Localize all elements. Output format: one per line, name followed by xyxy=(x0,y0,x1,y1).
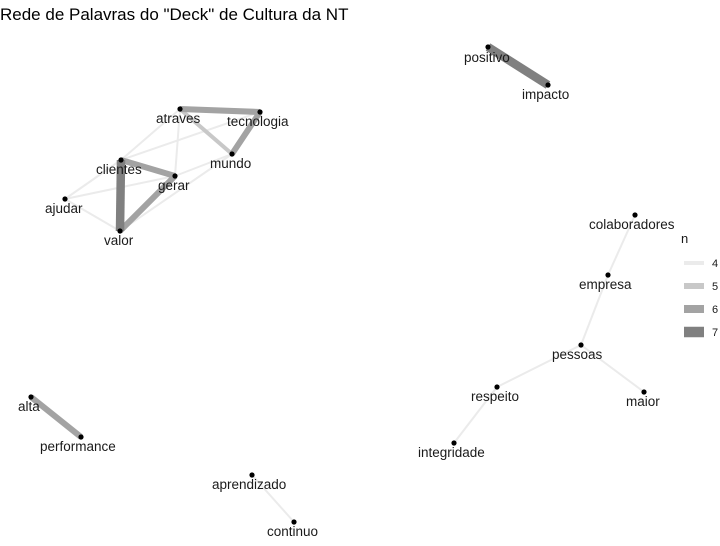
node-maior xyxy=(641,389,647,395)
node-positivo xyxy=(485,44,491,50)
legend-label-5: 5 xyxy=(712,281,718,293)
legend-label-6: 6 xyxy=(712,304,718,316)
edge-valor-mundo xyxy=(119,153,233,232)
node-label-gerar: gerar xyxy=(158,178,190,193)
edge-respeito-integridade xyxy=(453,386,498,444)
node-aprendizado xyxy=(249,472,255,478)
node-label-mundo: mundo xyxy=(210,156,251,171)
edge-aprendizado-continuo xyxy=(251,474,295,523)
edge-atraves-tecnologia xyxy=(179,106,261,115)
legend-title: n xyxy=(681,231,688,246)
edge-clientes-ajudar xyxy=(64,159,122,200)
node-pessoas xyxy=(578,342,584,348)
node-label-respeito: respeito xyxy=(471,389,519,404)
node-label-alta: alta xyxy=(18,399,40,414)
edge-gerar-mundo xyxy=(174,153,233,177)
edge-atraves-gerar xyxy=(174,108,181,177)
legend: n 4 5 6 7 xyxy=(681,231,718,339)
edge-empresa-pessoas xyxy=(580,274,609,346)
node-layer xyxy=(28,44,647,525)
node-mundo xyxy=(229,151,235,157)
legend-label-4: 4 xyxy=(712,258,718,270)
node-alta xyxy=(28,394,34,400)
node-impacto xyxy=(545,82,551,88)
chart-title: Rede de Palavras do "Deck" de Cultura da… xyxy=(0,5,349,24)
node-respeito xyxy=(494,384,500,390)
node-integridade xyxy=(451,440,457,446)
edge-atraves-clientes xyxy=(120,108,181,161)
node-label-impacto: impacto xyxy=(522,87,569,102)
node-colaboradores xyxy=(632,212,638,218)
node-label-clientes: clientes xyxy=(96,162,142,177)
node-gerar xyxy=(172,173,178,179)
node-ajudar xyxy=(62,196,68,202)
node-label-performance: performance xyxy=(40,439,116,454)
node-label-integridade: integridade xyxy=(418,445,485,460)
edge-tecnologia-mundo xyxy=(229,110,263,156)
edge-layer xyxy=(29,43,645,523)
edge-positivo-impacto xyxy=(485,43,551,89)
label-layer: positivo impacto atraves tecnologia mundo cli… xyxy=(18,50,675,539)
node-label-maior: maior xyxy=(626,394,660,409)
edge-clientes-tecnologia xyxy=(120,111,261,161)
node-label-aprendizado: aprendizado xyxy=(212,477,286,492)
node-atraves xyxy=(177,106,183,112)
edge-clientes-gerar xyxy=(120,157,176,179)
node-label-valor: valor xyxy=(104,233,134,248)
node-label-pessoas: pessoas xyxy=(552,347,603,362)
edge-ajudar-valor xyxy=(64,198,121,232)
node-label-colaboradores: colaboradores xyxy=(589,217,675,232)
node-empresa xyxy=(605,272,611,278)
edge-alta-performance xyxy=(29,394,83,440)
edge-pessoas-maior xyxy=(580,344,645,393)
node-label-continuo: continuo xyxy=(267,524,318,539)
edge-pessoas-respeito xyxy=(496,344,582,388)
node-valor xyxy=(117,228,123,234)
node-tecnologia xyxy=(257,109,263,115)
edge-atraves-mundo xyxy=(178,107,234,156)
node-label-positivo: positivo xyxy=(464,50,510,65)
node-continuo xyxy=(291,519,297,525)
edge-clientes-valor xyxy=(115,159,126,232)
node-label-atraves: atraves xyxy=(156,111,201,126)
node-performance xyxy=(78,434,84,440)
node-clientes xyxy=(118,157,124,163)
edge-colaboradores-empresa xyxy=(607,214,636,276)
node-label-ajudar: ajudar xyxy=(45,201,83,216)
legend-label-7: 7 xyxy=(712,327,718,339)
node-label-tecnologia: tecnologia xyxy=(227,114,289,129)
edge-gerar-valor xyxy=(117,173,178,234)
node-label-empresa: empresa xyxy=(579,277,632,292)
